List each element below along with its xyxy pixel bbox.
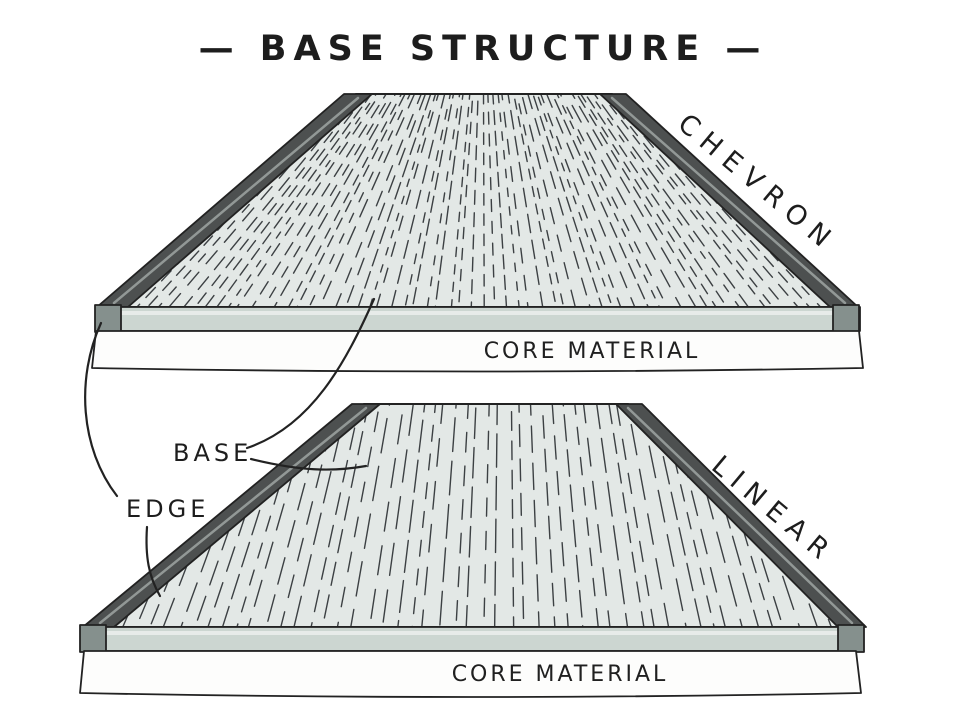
chevron-grain-hatching bbox=[119, 94, 834, 307]
linear-core-label: CORE MATERIAL bbox=[452, 662, 669, 687]
chevron-right-strip-highlight bbox=[610, 96, 847, 305]
edge-leader-to-linear bbox=[145, 525, 162, 598]
chevron-left-strip-highlight bbox=[112, 96, 360, 305]
chevron-core-layer bbox=[91, 330, 864, 373]
chevron-right-corner-cap bbox=[832, 304, 860, 333]
edge-leader-to-chevron bbox=[84, 321, 119, 498]
linear-right-corner-cap bbox=[837, 624, 865, 653]
linear-left-strip-highlight bbox=[98, 406, 368, 625]
base-callout-label: BASE bbox=[173, 439, 252, 467]
edge-callout-label: EDGE bbox=[126, 495, 209, 523]
base-leader-to-chevron bbox=[245, 297, 376, 450]
chevron-base-layer bbox=[95, 306, 861, 332]
diagram-title: — BASE STRUCTURE — bbox=[199, 29, 768, 69]
callouts: BASE EDGE bbox=[84, 297, 376, 598]
linear-core-layer bbox=[79, 650, 862, 698]
base-leader-to-linear bbox=[249, 457, 368, 471]
chevron-core-label: CORE MATERIAL bbox=[484, 339, 701, 364]
linear-right-strip-highlight bbox=[626, 406, 854, 625]
linear-base-layer bbox=[83, 626, 855, 652]
linear-left-corner-cap bbox=[79, 624, 107, 653]
chevron-panel: CORE MATERIAL CHEVRON bbox=[91, 93, 864, 373]
